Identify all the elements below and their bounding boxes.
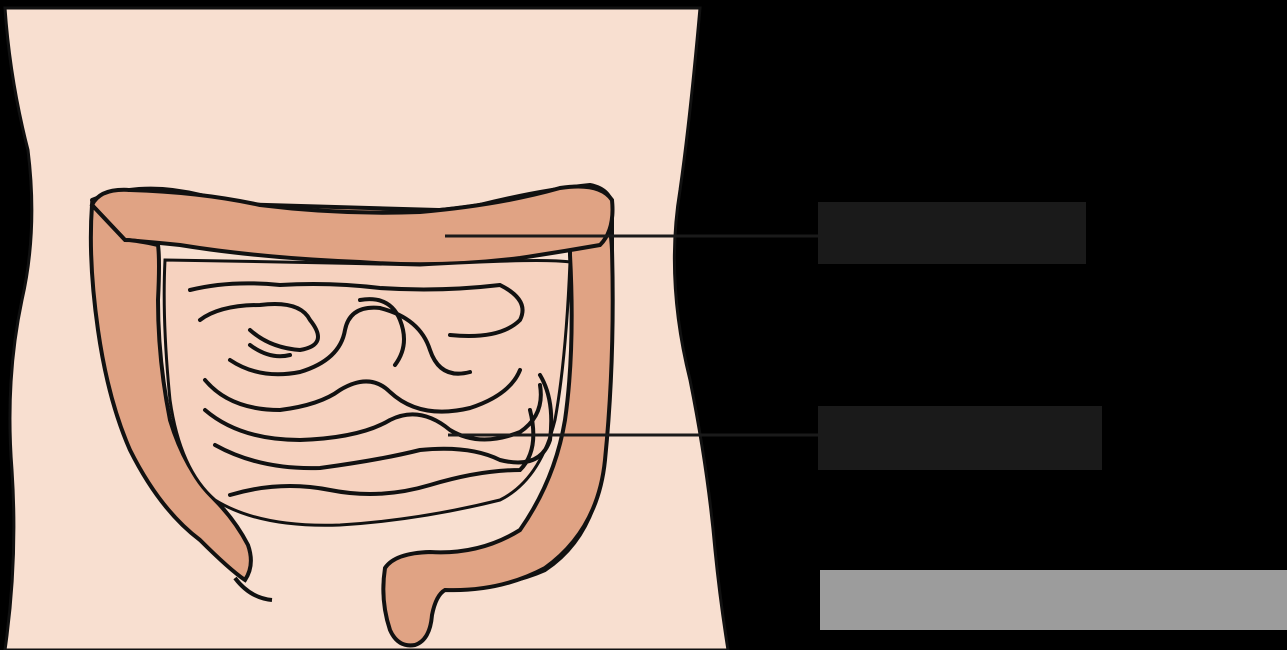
large-intestine-label: [818, 202, 1086, 264]
image-credit-block: [820, 570, 1287, 630]
small-intestine-label: [818, 406, 1102, 470]
